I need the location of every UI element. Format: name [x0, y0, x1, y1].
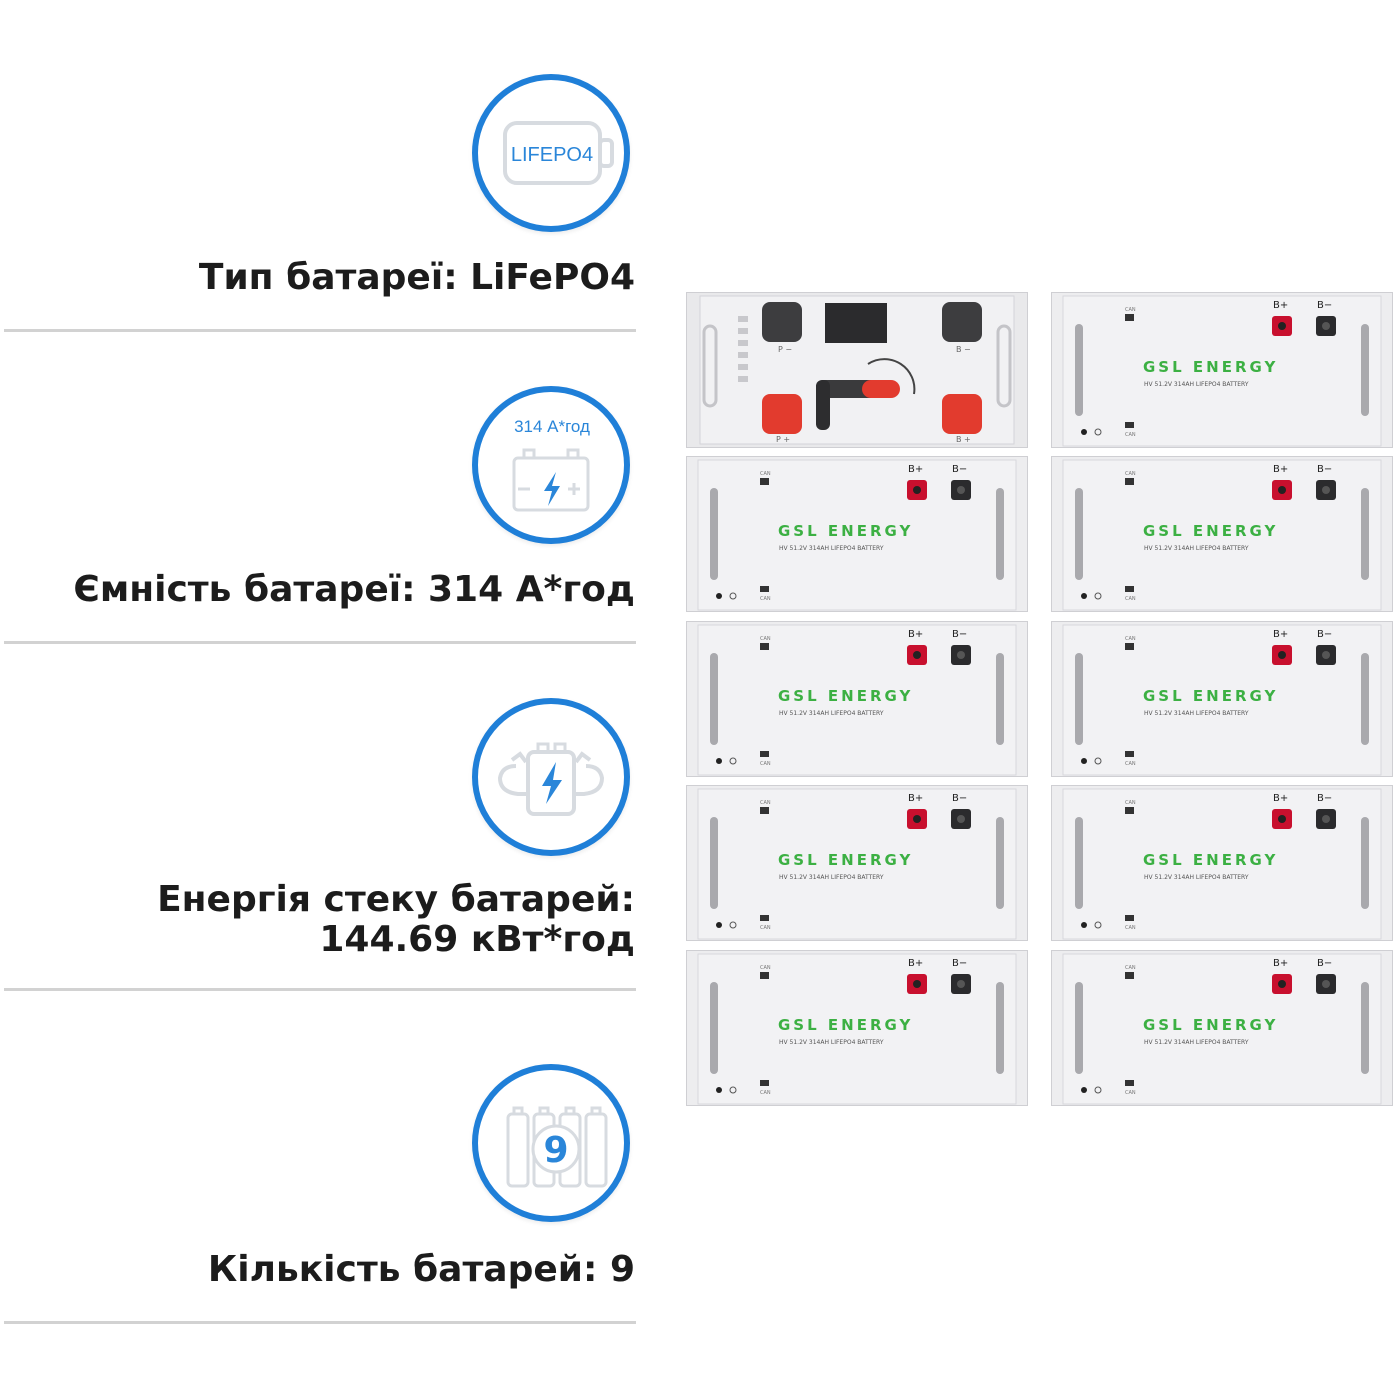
- port-label: CAN: [1125, 761, 1136, 767]
- terminal-label: B+: [908, 464, 923, 475]
- battery-module: CAN B+ B− GSL ENERGY HV 51.2V 314AH LIFE…: [1051, 950, 1393, 1106]
- port-label: CAN: [1125, 965, 1136, 971]
- battery-count-icon: 9: [472, 1064, 630, 1222]
- brand-logo: GSL ENERGY: [1143, 522, 1278, 540]
- port-label: CAN: [760, 1090, 771, 1096]
- port-label: CAN: [760, 596, 771, 602]
- terminal-label: B −: [956, 345, 971, 354]
- divider: [4, 329, 636, 332]
- port-label: CAN: [1125, 596, 1136, 602]
- battery-module: CAN B+ B− GSL ENERGY HV 51.2V 314AH LIFE…: [686, 456, 1028, 612]
- strong-battery-energy-icon: [472, 698, 630, 856]
- terminal-label: B+: [1273, 300, 1288, 311]
- divider: [4, 641, 636, 644]
- model-label: HV 51.2V 314AH LIFEPO4 BATTERY: [1144, 874, 1249, 881]
- model-label: HV 51.2V 314AH LIFEPO4 BATTERY: [1144, 1039, 1249, 1046]
- model-label: HV 51.2V 314AH LIFEPO4 BATTERY: [1144, 381, 1249, 388]
- terminal-label: B−: [952, 958, 967, 969]
- battery-module: CAN B+ B− GSL ENERGY HV 51.2V 314AH LIFE…: [1051, 621, 1393, 777]
- terminal-label: B+: [1273, 793, 1288, 804]
- model-label: HV 51.2V 314AH LIFEPO4 BATTERY: [779, 874, 884, 881]
- spec-label-line: Енергія стеку батарей:: [157, 879, 635, 920]
- port-label: CAN: [760, 636, 771, 642]
- port-label: CAN: [1125, 432, 1136, 438]
- brand-logo: GSL ENERGY: [1143, 358, 1278, 376]
- battery-module: CAN B+ B− GSL ENERGY HV 51.2V 314AH LIFE…: [686, 785, 1028, 941]
- spec-label-battery-count: Кількість батарей: 9: [207, 1249, 635, 1290]
- port-label: CAN: [1125, 925, 1136, 931]
- battery-module: CAN B+ B− GSL ENERGY HV 51.2V 314AH LIFE…: [1051, 292, 1393, 448]
- terminal-label: B−: [952, 629, 967, 640]
- spec-icon-text: 9: [543, 1130, 568, 1171]
- brand-logo: GSL ENERGY: [778, 851, 913, 869]
- spec-label-line: 144.69 кВт*год: [319, 919, 635, 960]
- port-label: CAN: [760, 925, 771, 931]
- terminal-label: B−: [1317, 300, 1332, 311]
- brand-logo: GSL ENERGY: [778, 687, 913, 705]
- terminal-label: B+: [908, 793, 923, 804]
- terminal-label: B−: [952, 464, 967, 475]
- port-label: CAN: [760, 965, 771, 971]
- model-label: HV 51.2V 314AH LIFEPO4 BATTERY: [779, 710, 884, 717]
- port-label: CAN: [1125, 307, 1136, 313]
- model-label: HV 51.2V 314AH LIFEPO4 BATTERY: [779, 1039, 884, 1046]
- port-label: CAN: [760, 800, 771, 806]
- brand-logo: GSL ENERGY: [1143, 687, 1278, 705]
- terminal-label: B−: [1317, 958, 1332, 969]
- battery-module: CAN B+ B− GSL ENERGY HV 51.2V 314AH LIFE…: [686, 621, 1028, 777]
- port-label: CAN: [760, 761, 771, 767]
- capacity-battery-icon: 314 А*год: [472, 386, 630, 544]
- terminal-label: B−: [1317, 793, 1332, 804]
- port-label: CAN: [760, 471, 771, 477]
- spec-label-battery-type: Тип батареї: LiFePO4: [198, 257, 635, 298]
- spec-label-battery-capacity: Ємність батареї: 314 А*год: [73, 569, 635, 610]
- terminal-label: B−: [952, 793, 967, 804]
- brand-logo: GSL ENERGY: [778, 522, 913, 540]
- terminal-label: P +: [776, 435, 790, 444]
- model-label: HV 51.2V 314AH LIFEPO4 BATTERY: [1144, 710, 1249, 717]
- divider: [4, 988, 636, 991]
- spec-label-stack-energy: Енергія стеку батарей: 144.69 кВт*год: [157, 880, 635, 960]
- terminal-label: B−: [1317, 629, 1332, 640]
- terminal-label: B+: [1273, 958, 1288, 969]
- port-label: CAN: [1125, 1090, 1136, 1096]
- terminal-label: B+: [1273, 464, 1288, 475]
- brand-logo: GSL ENERGY: [778, 1016, 913, 1034]
- battery-module: CAN B+ B− GSL ENERGY HV 51.2V 314AH LIFE…: [1051, 456, 1393, 612]
- model-label: HV 51.2V 314AH LIFEPO4 BATTERY: [779, 545, 884, 552]
- brand-logo: GSL ENERGY: [1143, 1016, 1278, 1034]
- spec-icon-text: LIFEPO4: [511, 144, 593, 166]
- hv-controller-box: P − B − P + B +: [686, 292, 1028, 448]
- port-label: CAN: [1125, 800, 1136, 806]
- battery-module: CAN B+ B− GSL ENERGY HV 51.2V 314AH LIFE…: [1051, 785, 1393, 941]
- terminal-label: B+: [1273, 629, 1288, 640]
- terminal-label: B+: [908, 958, 923, 969]
- port-label: CAN: [1125, 636, 1136, 642]
- spec-icon-text: 314 А*год: [514, 417, 590, 436]
- divider: [4, 1321, 636, 1324]
- model-label: HV 51.2V 314AH LIFEPO4 BATTERY: [1144, 545, 1249, 552]
- terminal-label: B+: [908, 629, 923, 640]
- terminal-label: P −: [778, 345, 792, 354]
- lifepo4-battery-icon: LIFEPO4: [472, 74, 630, 232]
- battery-module: CAN B+ B− GSL ENERGY HV 51.2V 314AH LIFE…: [686, 950, 1028, 1106]
- port-label: CAN: [1125, 471, 1136, 477]
- terminal-label: B +: [956, 435, 971, 444]
- brand-logo: GSL ENERGY: [1143, 851, 1278, 869]
- terminal-label: B−: [1317, 464, 1332, 475]
